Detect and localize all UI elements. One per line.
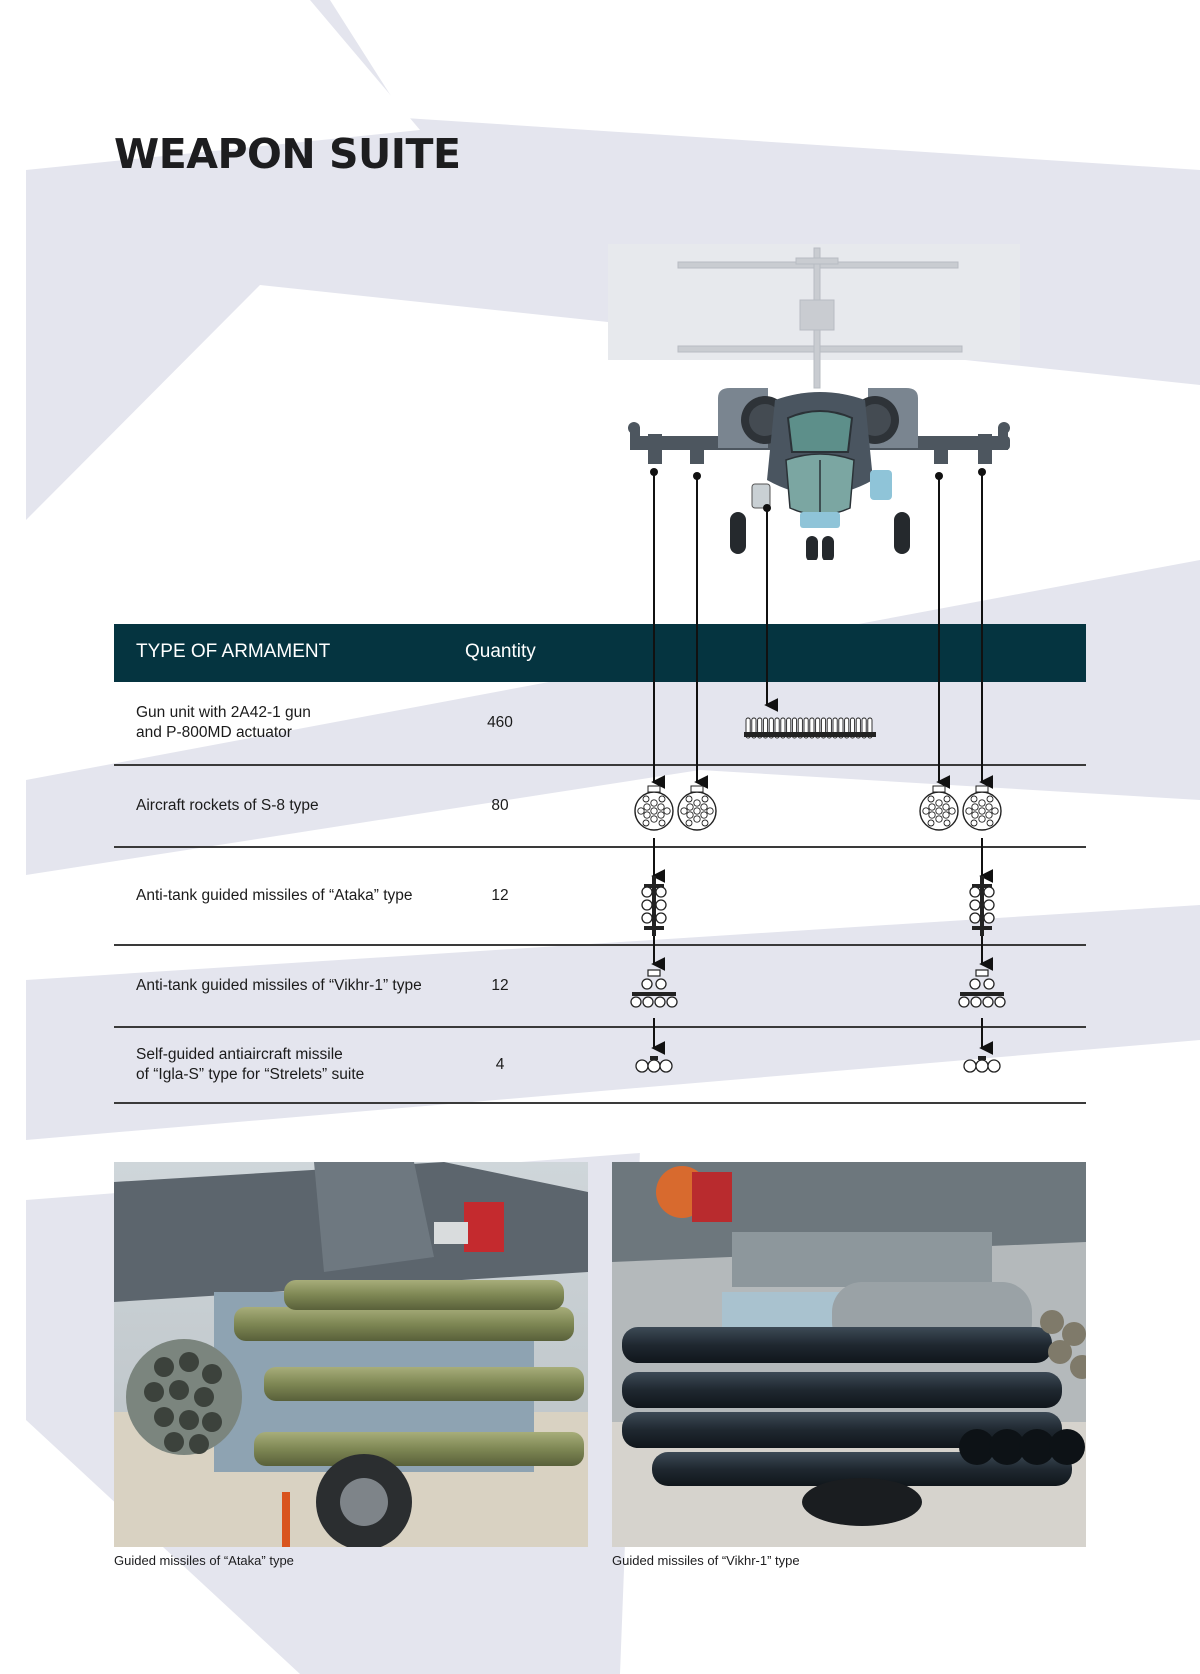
- row-divider: [114, 846, 1086, 848]
- armament-name: Anti-tank guided missiles of “Vikhr-1” t…: [136, 977, 422, 994]
- armament-quantity: 12: [491, 977, 509, 994]
- photo-vikhr-missiles: [612, 1162, 1086, 1547]
- armament-name: Aircraft rockets of S-8 type: [136, 797, 319, 814]
- armament-name: Self-guided antiaircraft missile of “Igl…: [136, 1046, 365, 1083]
- armament-quantity: 460: [487, 714, 513, 731]
- table-header: TYPE OF ARMAMENT Quantity: [114, 624, 1086, 682]
- armament-quantity: 80: [491, 797, 509, 814]
- caption-ataka: Guided missiles of “Ataka” type: [114, 1553, 294, 1568]
- armament-quantity: 4: [495, 1056, 505, 1073]
- column-header-quantity: Quantity: [465, 641, 536, 662]
- armament-name: Gun unit with 2A42-1 gun and P-800MD act…: [136, 704, 311, 741]
- armament-quantity: 12: [491, 887, 509, 904]
- table-row: Gun unit with 2A42-1 gun and P-800MD act…: [114, 682, 1086, 764]
- row-divider: [114, 944, 1086, 946]
- table-row: Anti-tank guided missiles of “Ataka” typ…: [114, 847, 1086, 945]
- photo-ataka-missiles: [114, 1162, 588, 1547]
- row-divider: [114, 1026, 1086, 1028]
- column-header-type: TYPE OF ARMAMENT: [136, 641, 331, 662]
- row-divider: [114, 1102, 1086, 1104]
- page-title: WEAPON SUITE: [114, 130, 461, 178]
- row-divider: [114, 764, 1086, 766]
- caption-vikhr: Guided missiles of “Vikhr-1” type: [612, 1553, 800, 1568]
- helicopter-front-view: [608, 244, 1020, 560]
- table-row: Self-guided antiaircraft missile of “Igl…: [114, 1027, 1086, 1103]
- armament-name: Anti-tank guided missiles of “Ataka” typ…: [136, 887, 413, 904]
- table-row: Aircraft rockets of S-8 type 80: [114, 765, 1086, 847]
- table-row: Anti-tank guided missiles of “Vikhr-1” t…: [114, 945, 1086, 1027]
